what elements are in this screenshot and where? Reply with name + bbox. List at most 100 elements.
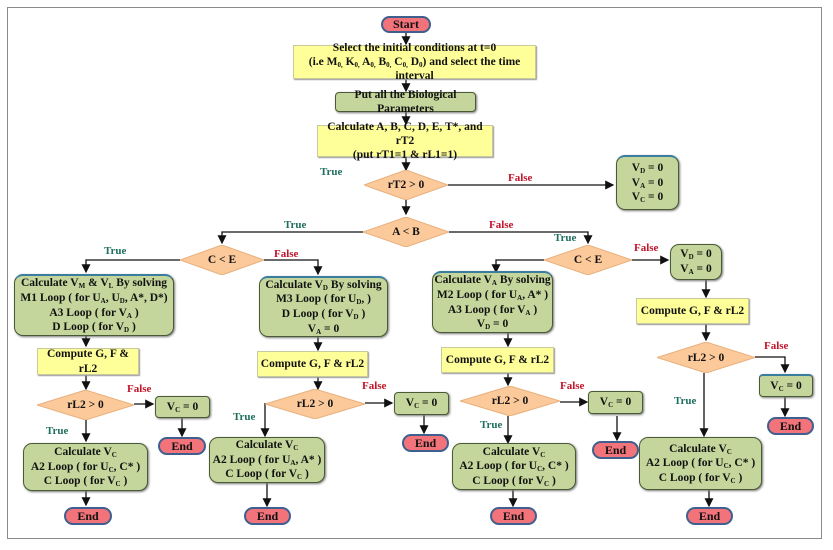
va-zero-row: VA = 0 — [632, 176, 663, 191]
end-label: End — [77, 508, 99, 523]
init-line1: Select the initial conditions at t=0 — [332, 41, 497, 54]
sub: C — [293, 444, 299, 453]
diamond-shape — [460, 386, 560, 416]
arrow-ab-false — [449, 231, 593, 245]
decision-label: rL2 > 0 — [491, 395, 529, 407]
decision-a-lt-b: A < B — [363, 217, 449, 247]
t: A2 Loop ( for U — [212, 453, 291, 466]
label-false: False — [362, 380, 387, 392]
diamond-shape — [180, 245, 264, 275]
sub: A — [290, 458, 296, 467]
b3-line3: A3 Loop ( for VA ) — [448, 303, 537, 318]
label-false: False — [127, 383, 152, 395]
label-true: True — [284, 219, 307, 231]
t: = 0 — [613, 396, 632, 409]
t: Calculate V — [669, 442, 727, 455]
calc-line2: (put rT1=1 & rL1=1) — [352, 149, 458, 162]
decision-rt2: rT2 > 0 — [364, 170, 448, 200]
sub: D — [485, 323, 491, 332]
label-true: True — [104, 245, 127, 257]
b2-line1: Calculate VD By solving — [265, 278, 381, 293]
t: , C* ) — [728, 457, 756, 470]
vc-line3: C Loop ( for VC ) — [225, 467, 309, 482]
label-false: False — [560, 380, 585, 392]
t: A2 Loop ( for U — [645, 457, 724, 470]
vc-zero-box-1: VC = 0 — [155, 396, 210, 418]
compute-label: Compute G, F & rL2 — [640, 304, 745, 317]
decision-label: C < E — [573, 254, 603, 266]
v: V — [631, 191, 641, 204]
t: Calculate V — [54, 446, 112, 459]
vd-zero-row: VD = 0 — [632, 161, 663, 176]
sub: C — [175, 405, 181, 414]
diamond-shape — [657, 342, 755, 373]
vc-zero-text: VC = 0 — [600, 395, 631, 410]
diamond-shape — [363, 217, 449, 247]
vc-line1: Calculate VC — [236, 438, 299, 453]
end-label: End — [502, 508, 525, 523]
sub: A — [126, 311, 132, 320]
init-letter: K — [345, 55, 355, 68]
t: , A*, D*) — [124, 291, 168, 304]
t: V — [405, 397, 415, 410]
eq: = 0 — [645, 162, 664, 175]
init-sub: 0 — [419, 60, 423, 69]
branch4-zero-box: VD = 0 VA = 0 — [670, 244, 722, 280]
decision-rl2-1: rL2 > 0 — [37, 390, 134, 420]
sub: C — [537, 465, 543, 474]
t: C Loop ( for V — [658, 471, 731, 484]
vc-line3: C Loop ( for VC ) — [44, 474, 128, 489]
compute-box-3: Compute G, F & rL2 — [441, 347, 554, 373]
b1-line1: Calculate VM & VL By solving — [21, 276, 167, 291]
b1-line4: D Loop ( for VD ) — [52, 320, 136, 335]
diamond-shape — [364, 170, 448, 200]
t: ) — [302, 468, 309, 481]
vc-line3: C Loop ( for VC ) — [659, 471, 743, 486]
sub: D — [640, 167, 646, 176]
init-sub: 0, — [402, 60, 408, 69]
compute-box-2: Compute G, F & rL2 — [257, 351, 368, 377]
init-letter: A — [362, 55, 371, 68]
eq: = 0 — [645, 176, 664, 189]
t: V — [680, 248, 689, 261]
t: , ) — [361, 293, 371, 306]
bio-label: Put all the Biological Parameters — [354, 88, 457, 115]
label-false: False — [489, 219, 514, 231]
b4-row2: VA = 0 — [680, 262, 711, 277]
v: V — [631, 162, 641, 175]
vc-zero-text: VC = 0 — [770, 379, 801, 394]
vc-zero-text: VC = 0 — [167, 400, 198, 415]
t: ) — [129, 321, 136, 334]
compute-label: Compute G, F & rL2 — [260, 357, 365, 370]
vc-zero-box-3: VC = 0 — [588, 391, 643, 414]
vc-line2: A2 Loop ( for UC, C* ) — [31, 460, 140, 475]
b2-line4: VA = 0 — [308, 322, 339, 337]
sub: C — [540, 450, 546, 459]
t: A3 Loop ( for V — [447, 303, 526, 316]
decision-label: rL2 > 0 — [296, 398, 334, 410]
sub: C — [723, 462, 729, 471]
init-letter: C — [394, 55, 403, 68]
b3-line4: VD = 0 — [477, 317, 508, 332]
t: V — [680, 263, 689, 275]
t: Calculate V — [235, 439, 294, 452]
end-terminal: End — [244, 507, 291, 525]
v: V — [631, 176, 641, 189]
decision-label: rL2 > 0 — [687, 351, 725, 364]
init-sub: 0, — [386, 60, 392, 69]
t: C Loop ( for V — [225, 468, 297, 481]
t: , U — [105, 291, 120, 304]
decision-label: rT2 > 0 — [387, 179, 425, 191]
decision-label: A < B — [392, 226, 420, 238]
branch1-solve-box: Calculate VM & VL By solving M1 Loop ( f… — [14, 274, 174, 336]
initial-conditions-box: Select the initial conditions at t=0 (i.… — [293, 42, 536, 82]
sub: M — [78, 282, 86, 291]
t: V — [599, 396, 609, 409]
label-false: False — [634, 242, 659, 254]
branch2-solve-box: Calculate VD By solving M3 Loop ( for UD… — [259, 276, 388, 337]
end-label: End — [604, 442, 627, 457]
t: , A* ) — [295, 453, 322, 466]
sub: A — [491, 279, 497, 288]
sub: A — [640, 181, 646, 190]
